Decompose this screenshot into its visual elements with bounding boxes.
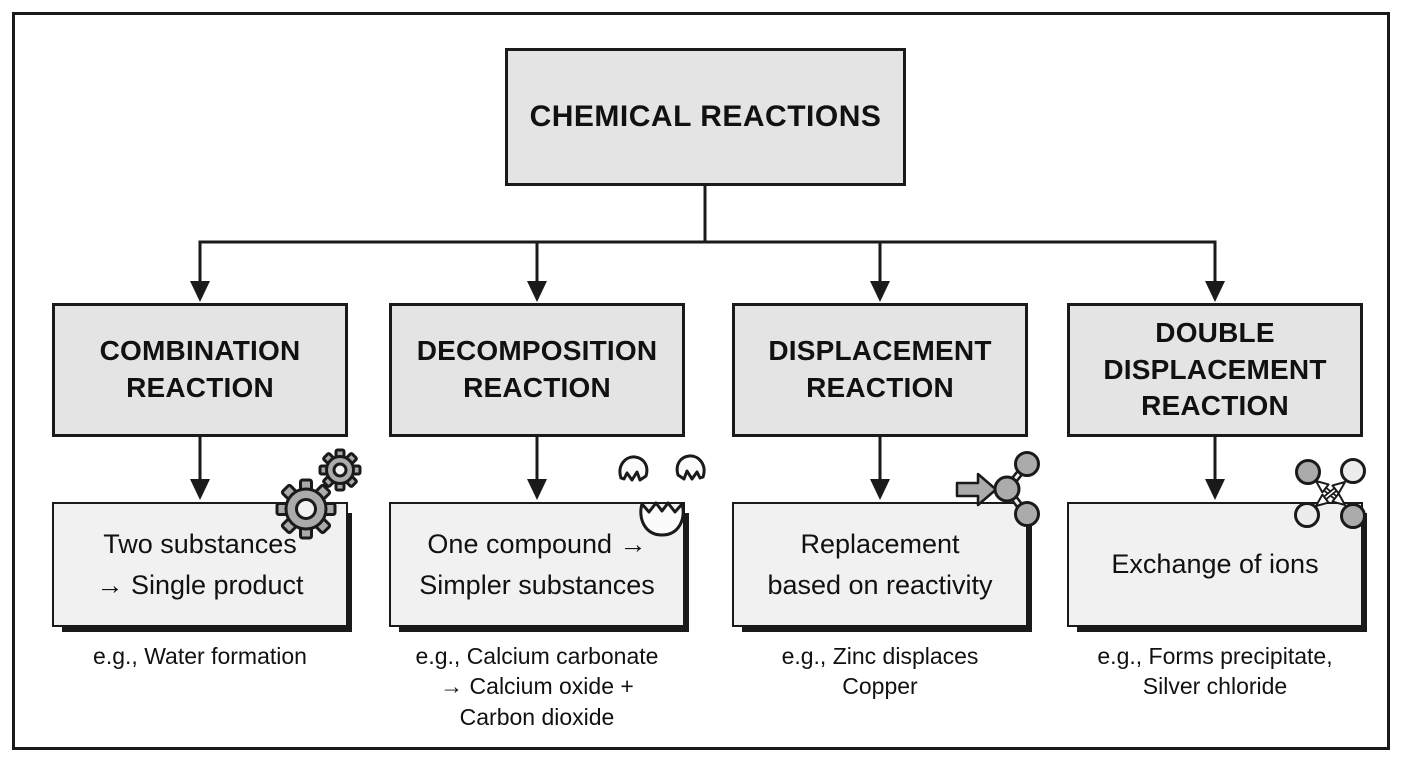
node-combination-reaction: COMBINATION REACTION (52, 303, 348, 437)
node-displacement-reaction: DISPLACEMENT REACTION (732, 303, 1028, 437)
desc-displacement: Replacement based on reactivity (732, 502, 1028, 627)
root-node-label: CHEMICAL REACTIONS (529, 100, 882, 133)
displacement-label: DISPLACEMENT REACTION (768, 335, 992, 403)
desc-decomposition: One compound → Simpler substances (389, 502, 685, 627)
example-double-displacement: e.g., Forms precipitate, Silver chloride (1097, 643, 1333, 700)
example-combination: e.g., Water formation (93, 643, 307, 669)
desc-displacement-text: Replacement based on reactivity (767, 529, 993, 600)
desc-combination-text: Two substances → Single product (96, 529, 304, 600)
combination-label: COMBINATION REACTION (99, 335, 301, 403)
node-decomposition-reaction: DECOMPOSITION REACTION (389, 303, 685, 437)
desc-double-displacement: Exchange of ions (1067, 502, 1363, 627)
double-displacement-label: DOUBLE DISPLACEMENT REACTION (1103, 316, 1327, 422)
desc-double-displacement-text: Exchange of ions (1111, 549, 1319, 580)
desc-combination: Two substances → Single product (52, 502, 348, 627)
node-double-displacement-reaction: DOUBLE DISPLACEMENT REACTION (1067, 303, 1363, 437)
decomposition-label: DECOMPOSITION REACTION (416, 335, 658, 403)
example-displacement: e.g., Zinc displaces Copper (781, 643, 979, 700)
example-decomposition: e.g., Calcium carbonate → Calcium oxide … (415, 643, 659, 730)
node-chemical-reactions: CHEMICAL REACTIONS (505, 48, 906, 186)
desc-decomposition-text: One compound → Simpler substances (419, 529, 655, 600)
